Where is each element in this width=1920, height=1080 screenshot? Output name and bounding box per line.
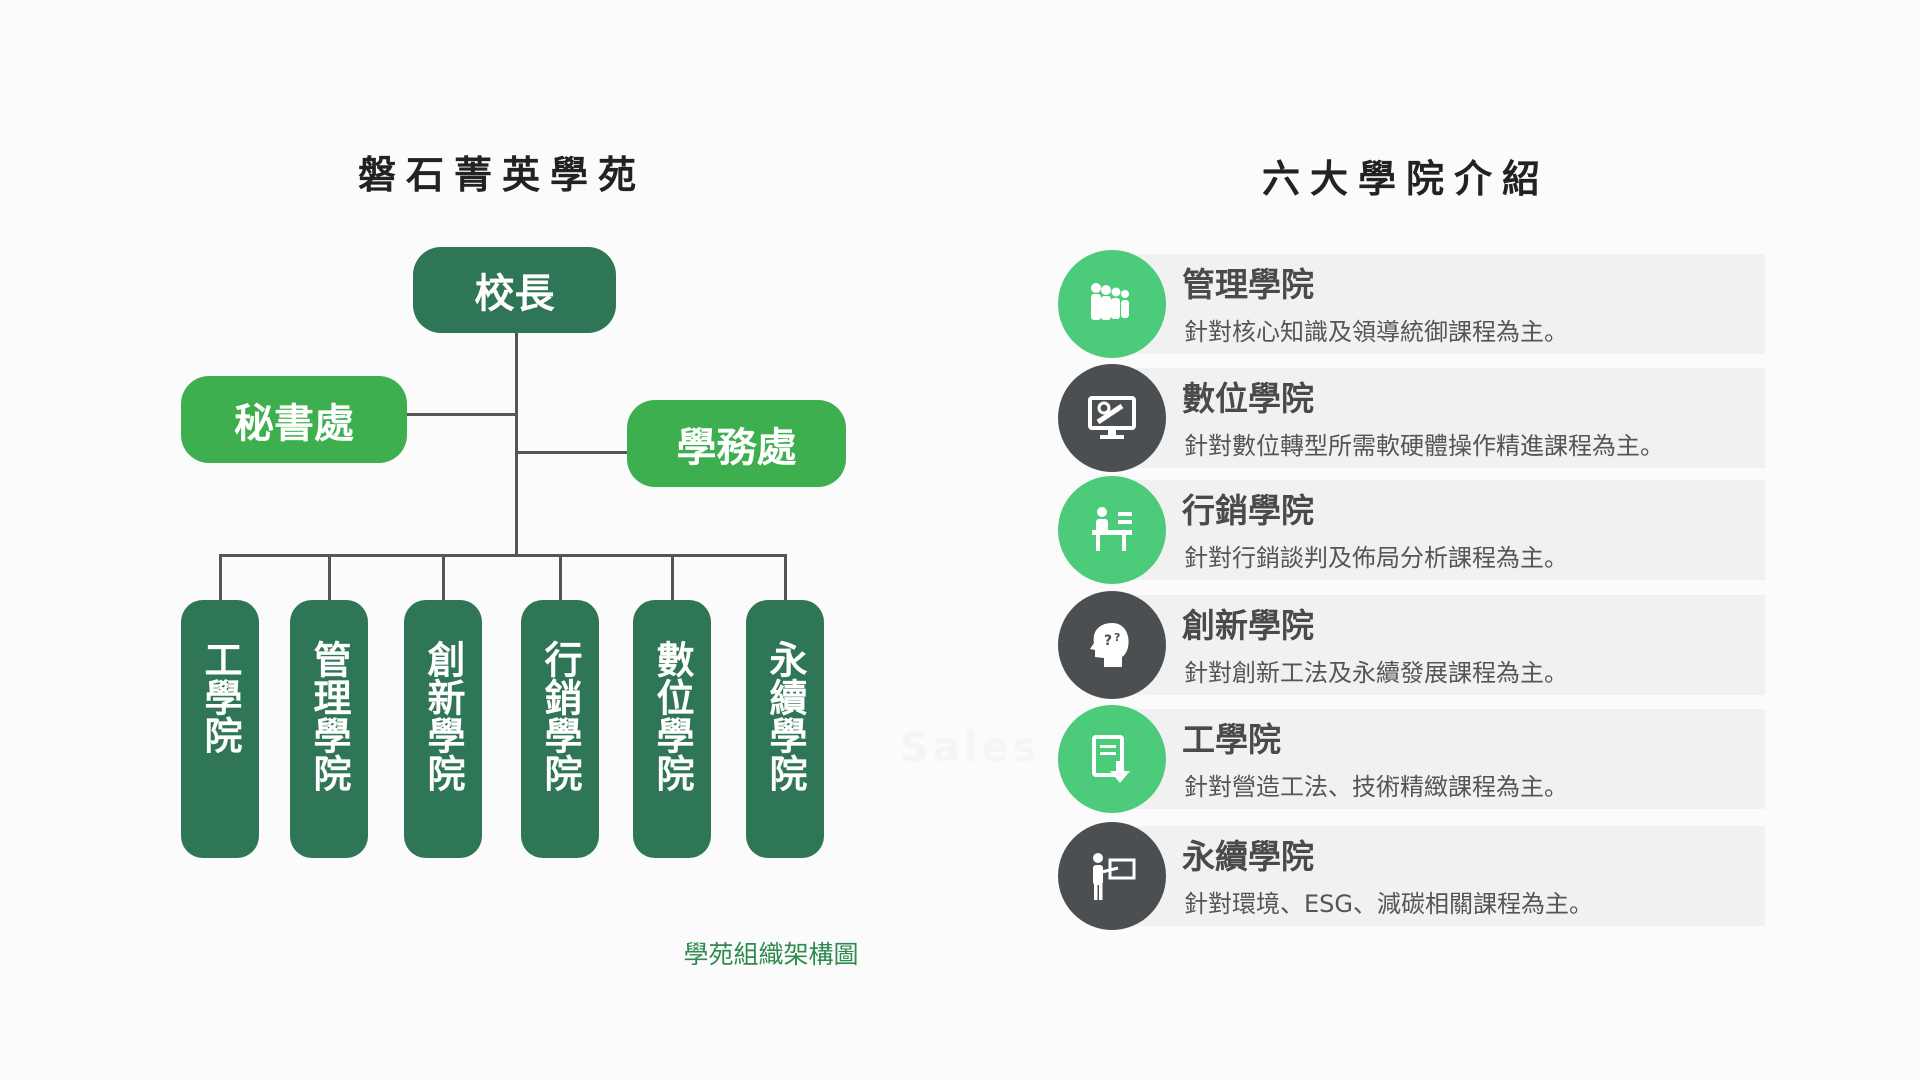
college-card [1112,254,1765,354]
college-card [1112,826,1765,926]
college-name: 工學院 [1182,720,1281,759]
teacher-board-icon [1093,853,1136,900]
secretariat-node: 秘書處 [181,376,407,463]
svg-text:?: ? [1114,631,1120,644]
college-card [1112,480,1765,580]
academic-affairs-node: 學務處 [627,400,846,487]
college-name: 行銷學院 [1182,491,1314,530]
connector-line [784,554,787,602]
college-node: 永續學院 [746,600,824,858]
college-node: 行銷學院 [521,600,599,858]
college-description: 針對環境、ESG、減碳相關課程為主。 [1184,890,1593,918]
connector-line [671,554,674,602]
college-icon-badge: ?? [1058,591,1166,699]
connector-line [442,554,445,602]
college-card [1112,368,1765,468]
connector-line [516,451,628,454]
connector-line [515,333,518,556]
connector-line [219,554,222,602]
college-description: 針對行銷談判及佈局分析課程為主。 [1184,544,1568,572]
college-card [1112,709,1765,809]
college-name: 管理學院 [1182,265,1314,304]
college-icon-badge [1058,476,1166,584]
watermark: Sales [900,725,1041,771]
svg-text:?: ? [1104,633,1112,649]
college-node: 創新學院 [404,600,482,858]
principal-node: 校長 [413,247,616,333]
college-description: 針對營造工法、技術精緻課程為主。 [1184,773,1568,801]
head-question-icon: ?? [1090,623,1129,667]
college-icon-badge [1058,705,1166,813]
college-icon-badge [1058,364,1166,472]
college-name: 創新學院 [1182,606,1314,645]
monitor-tools-icon [1088,396,1136,439]
presenter-desk-icon [1092,507,1132,551]
college-name: 數位學院 [1182,379,1314,418]
college-description: 針對數位轉型所需軟硬體操作精進課程為主。 [1184,432,1664,460]
college-node: 工學院 [181,600,259,858]
connector-line [407,413,517,416]
colleges-title: 六大學院介紹 [1261,157,1551,201]
connector-line [328,554,331,602]
college-icon-badge [1058,822,1166,930]
connector-line [559,554,562,602]
college-icon-badge [1058,250,1166,358]
connector-line [219,554,787,557]
document-download-icon [1092,735,1130,783]
college-name: 永續學院 [1182,837,1314,876]
college-description: 針對創新工法及永續發展課程為主。 [1184,659,1568,687]
org-chart-title: 磐石菁英學苑 [357,153,647,197]
college-description: 針對核心知識及領導統御課程為主。 [1184,318,1568,346]
college-node: 數位學院 [633,600,711,858]
org-chart-caption: 學苑組織架構圖 [683,940,859,969]
college-card [1112,595,1765,695]
college-node: 管理學院 [290,600,368,858]
team-icon [1091,283,1129,320]
